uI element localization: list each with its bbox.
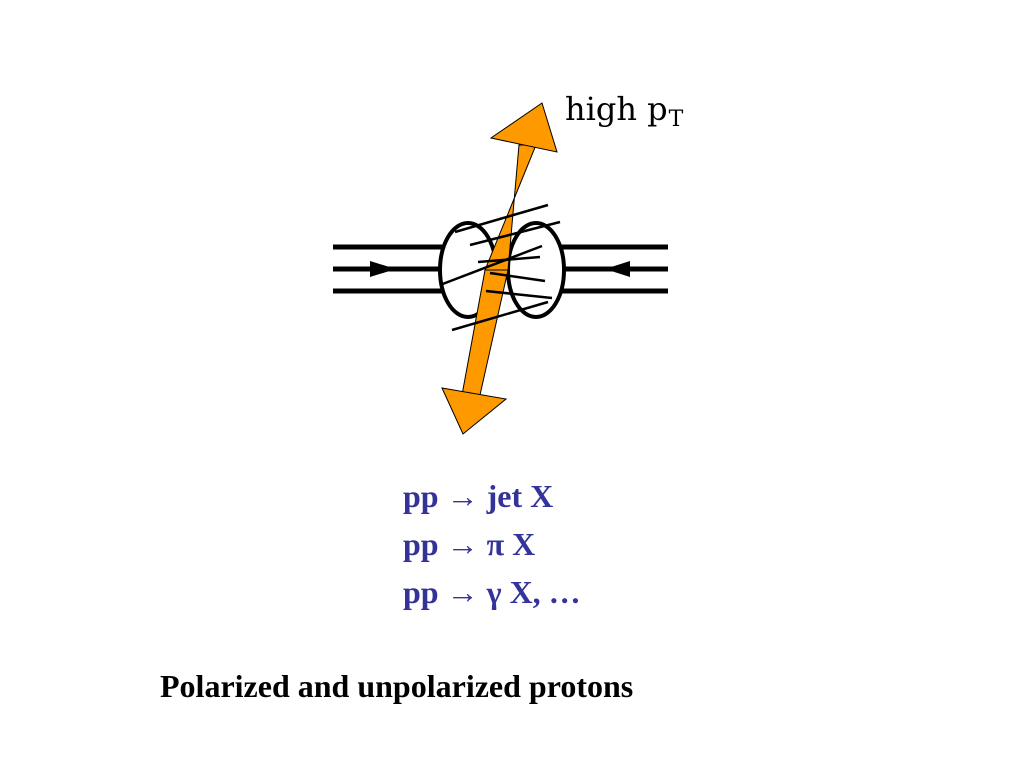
fragment-line bbox=[451, 300, 549, 332]
left-proton-beam bbox=[333, 244, 442, 294]
reaction-pion: pp → π X bbox=[403, 526, 536, 562]
right-proton-beam bbox=[562, 244, 668, 294]
right-beam-arrowhead-icon bbox=[605, 261, 630, 277]
reaction-list: pp → jet X pp → π X pp → γ X, … bbox=[403, 472, 581, 616]
right-proton-ellipse bbox=[506, 221, 566, 319]
high-pt-label: high pT bbox=[565, 90, 683, 132]
fragment-line bbox=[485, 289, 553, 300]
left-beam-arrowhead-icon bbox=[370, 261, 396, 277]
lower-jet-arrowhead-icon bbox=[441, 387, 508, 435]
high-pt-label-text: high p bbox=[565, 90, 668, 128]
fragment-line bbox=[469, 220, 561, 247]
reaction-photon: pp → γ X, … bbox=[403, 574, 581, 610]
fragment-line bbox=[454, 203, 549, 234]
high-pt-label-subscript: T bbox=[668, 107, 684, 132]
upper-jet-arrowhead-icon bbox=[489, 102, 558, 153]
fragment-line bbox=[489, 271, 546, 283]
fragment-line bbox=[439, 244, 543, 287]
caption: Polarized and unpolarized protons bbox=[160, 668, 634, 704]
reaction-jet: pp → jet X bbox=[403, 478, 554, 514]
fragment-lines bbox=[439, 203, 561, 332]
